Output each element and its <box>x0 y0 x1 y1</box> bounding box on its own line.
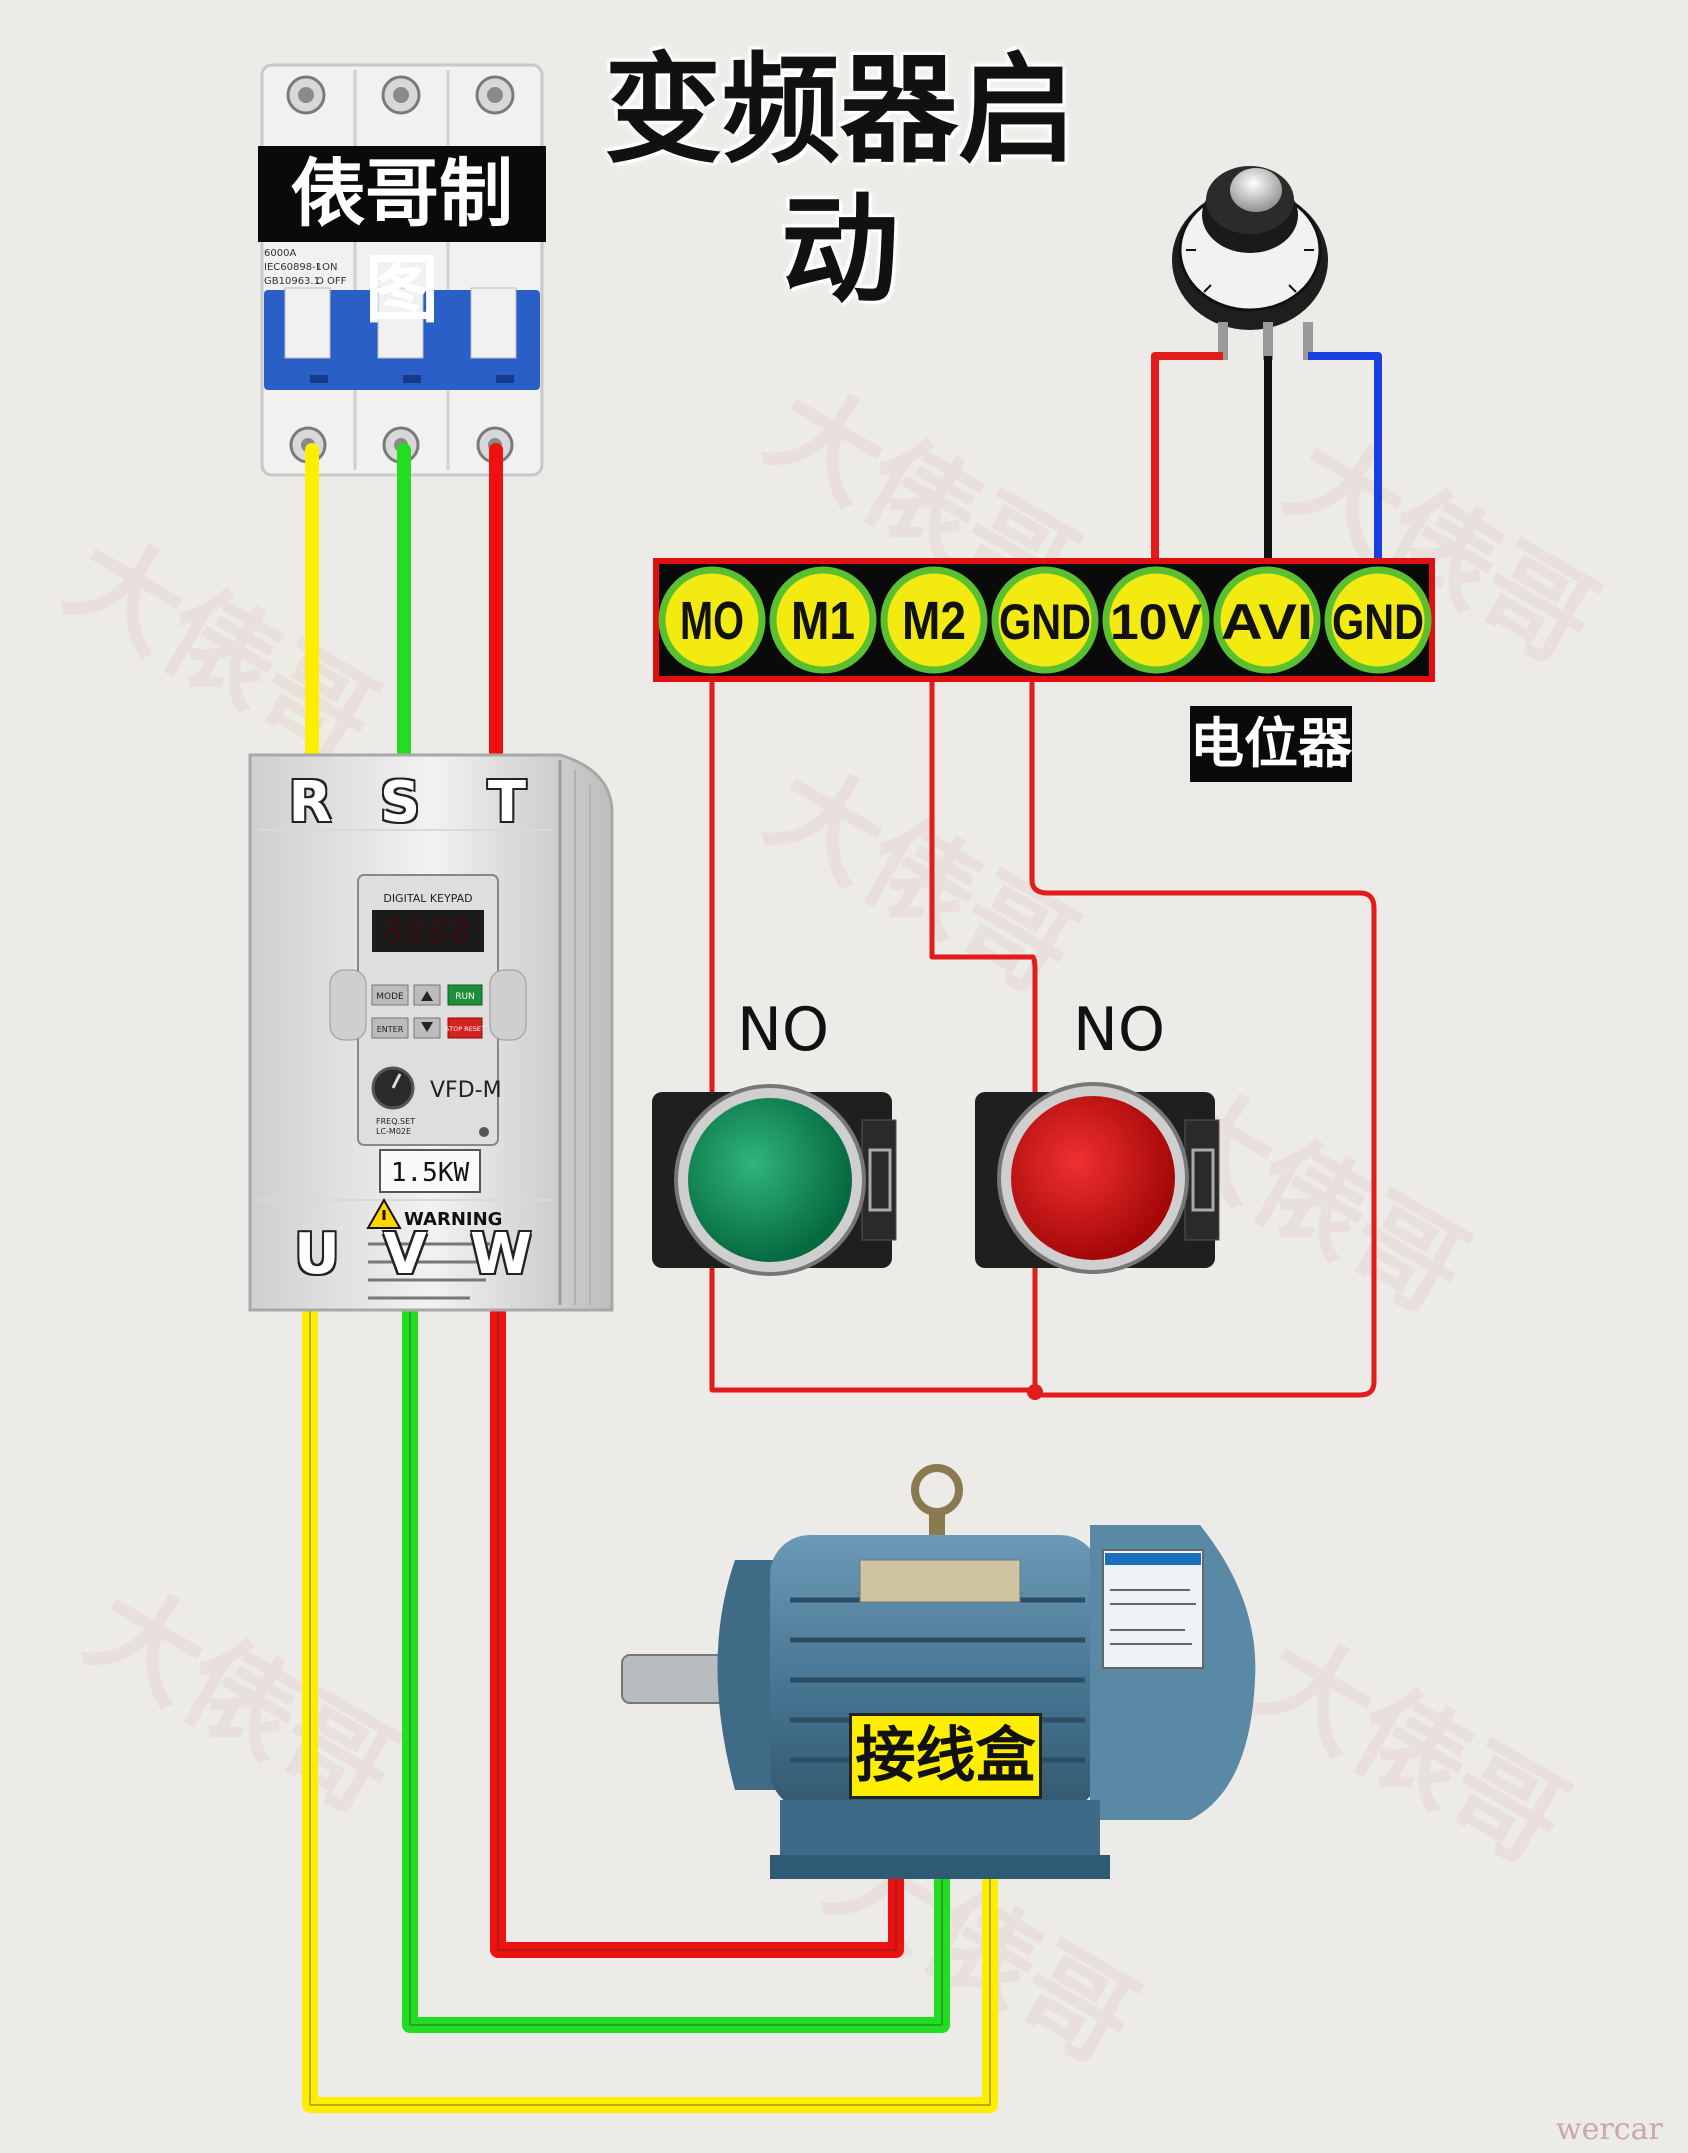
terminal-label: MO <box>680 591 744 651</box>
watermark-text: 大俵哥 <box>1237 1612 1587 1888</box>
terminal-label: GND <box>1332 594 1424 650</box>
green-button-no-label: NO <box>737 995 830 1065</box>
keypad-display <box>372 910 484 952</box>
breaker-toggle[interactable] <box>377 287 424 359</box>
corner-watermark: wercar <box>1556 2112 1663 2147</box>
terminal-avi: AVI <box>1213 566 1321 674</box>
power-rating-plate <box>379 1149 481 1193</box>
breaker-spec-line: IEC60898-1 <box>264 262 322 273</box>
phase-label-v: V <box>383 1222 427 1287</box>
vfd-model: VFD-M <box>430 1078 502 1103</box>
phase-label-s: S <box>379 770 421 835</box>
terminal-label: AVI <box>1221 594 1313 650</box>
control-wire-mo <box>709 680 1035 1393</box>
terminal-gnd-3: GND <box>991 566 1099 674</box>
watermark-text: 大俵哥 <box>47 512 397 788</box>
part-number: LC-M02E <box>376 1127 411 1136</box>
motor-shaft <box>621 1654 733 1704</box>
terminal-label: GND <box>999 594 1091 650</box>
screw-icon <box>475 75 515 115</box>
terminal-circle <box>1102 566 1210 674</box>
terminal-circle <box>658 566 766 674</box>
control-wire-m2 <box>929 680 1038 1390</box>
motor-wire-u <box>302 1310 998 2113</box>
terminal-circle <box>1213 566 1321 674</box>
terminal-label: M1 <box>791 591 855 651</box>
junction-box-label: 接线盒 <box>849 1713 1042 1799</box>
phase-label-r: R <box>288 770 332 835</box>
pot-wire-gnd <box>1308 352 1382 562</box>
supply-wires <box>305 443 503 777</box>
breaker-spec-line: GB10963.1 <box>264 276 320 287</box>
warning-text-lines <box>368 1242 496 1300</box>
red-push-button[interactable] <box>975 1082 1220 1274</box>
motor-nameplate <box>1102 1549 1204 1669</box>
control-wires <box>709 680 1377 1400</box>
page-title: 变频器启动 <box>603 41 1076 319</box>
keypad-display-digits: 8888 <box>383 912 472 950</box>
stop-reset-button[interactable] <box>447 1017 483 1039</box>
terminal-mo: MO <box>658 566 766 674</box>
pot-wire-10v <box>1151 352 1223 562</box>
potentiometer-wires <box>1151 352 1382 562</box>
terminal-circle <box>1324 566 1432 674</box>
watermark-text: 大俵哥 <box>747 742 1097 1018</box>
screw-icon <box>286 75 326 115</box>
potentiometer-label: 电位器 <box>1190 706 1352 782</box>
terminal-gnd-6: GND <box>1324 566 1432 674</box>
mode-button-label: MODE <box>376 992 404 1002</box>
potentiometer-knob-icon[interactable] <box>1202 166 1298 253</box>
phase-label-t: T <box>487 770 527 835</box>
terminal-circle <box>991 566 1099 674</box>
arrow-up-icon <box>421 991 433 1001</box>
terminal-label: 10V <box>1110 594 1203 650</box>
phase-label-w: W <box>470 1222 532 1287</box>
terminal-label: M2 <box>902 591 966 651</box>
arrow-down-icon <box>421 1022 433 1032</box>
terminal-circle <box>769 566 877 674</box>
phase-label-u: U <box>294 1222 340 1287</box>
terminal-circle <box>880 566 988 674</box>
wire-junction <box>1027 1384 1043 1400</box>
stop-reset-label: STOP RESET <box>445 1025 485 1033</box>
screw-icon <box>381 75 421 115</box>
run-button[interactable] <box>447 984 483 1006</box>
enter-button-label: ENTER <box>377 1025 404 1034</box>
breaker-on-label: I ON <box>316 262 337 273</box>
watermark-text: 大俵哥 <box>67 1562 417 1838</box>
power-rating: 1.5KW <box>391 1158 470 1188</box>
vfd-unit: DIGITAL KEYPAD 8888 MODE RUN ENTER STOP … <box>248 753 614 1312</box>
warning-triangle-icon <box>366 1197 402 1229</box>
mode-button[interactable] <box>371 984 409 1006</box>
run-button-label: RUN <box>455 992 475 1002</box>
enter-button[interactable] <box>371 1017 409 1039</box>
warning-title: WARNING <box>404 1209 502 1230</box>
terminal-m1: M1 <box>769 566 877 674</box>
keypad-title: DIGITAL KEYPAD <box>383 892 472 905</box>
breaker-off-label: O OFF <box>316 276 347 287</box>
motor-wire-v <box>402 1310 950 2033</box>
electric-motor <box>621 1464 1256 1879</box>
breaker-toggle[interactable] <box>470 287 517 359</box>
red-button-no-label: NO <box>1073 995 1166 1065</box>
freq-set-label: FREQ.SET <box>376 1117 415 1126</box>
eye-bolt-icon <box>911 1464 963 1540</box>
green-push-button[interactable] <box>652 1084 897 1276</box>
control-wire-gnd <box>1029 680 1377 1398</box>
terminal-m2: M2 <box>880 566 988 674</box>
breaker-toggle[interactable] <box>284 287 331 359</box>
breaker-spec-line: 6000A <box>264 248 296 259</box>
potentiometer[interactable] <box>1172 166 1328 360</box>
terminal-strip: MO M1 M2 GND 10V AVI GND <box>653 558 1435 682</box>
terminal-10v: 10V <box>1102 566 1210 674</box>
author-credit: 俵哥制图 <box>258 146 546 333</box>
